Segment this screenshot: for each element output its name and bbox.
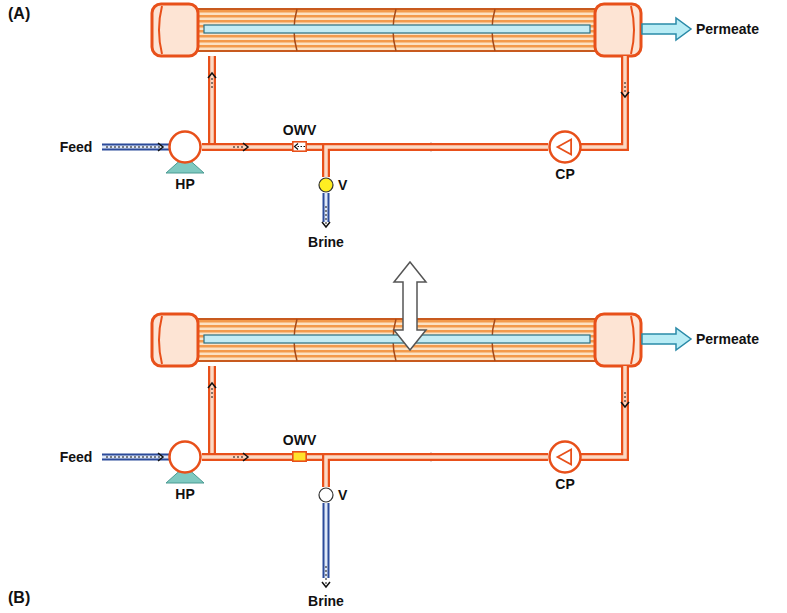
pipe-wall (326, 457, 548, 487)
component-label: OWV (283, 432, 316, 448)
circulation-pump-symbol (548, 440, 582, 474)
pump-casing (170, 132, 201, 163)
pump-impeller (558, 450, 572, 465)
flow-arrow (233, 453, 248, 461)
circulation-pump-symbol (548, 130, 582, 164)
circulation-pump: CP (548, 130, 582, 164)
stream-label: Feed (60, 139, 93, 155)
mode-switch-arrow (394, 262, 426, 350)
pump-impeller (558, 140, 572, 155)
arrow-head (243, 453, 248, 461)
stream-label-holder: Feed (60, 139, 93, 155)
stream-label: Permeate (696, 21, 759, 37)
high-pressure-pump: HP (168, 440, 202, 474)
component-label: V (338, 487, 347, 503)
brine-valve: V (318, 487, 334, 503)
component-label: HP (175, 486, 194, 502)
one-way-valve: OWV (292, 141, 307, 152)
flow-arrow (322, 206, 330, 227)
panel-label: (A) (8, 5, 30, 23)
pipe-wall (202, 453, 292, 461)
pump-casing (550, 442, 581, 473)
pipe-connector (202, 143, 292, 151)
high-pressure-pump: HP (168, 130, 202, 164)
pump-casing (550, 132, 581, 163)
brine-valve-symbol (318, 487, 334, 503)
component-label: HP (175, 176, 194, 192)
one-way-valve-symbol (292, 141, 307, 152)
flow-arrow (233, 143, 248, 151)
brine-valve-symbol (318, 177, 334, 193)
component-label: CP (555, 476, 574, 492)
stream-label-holder: Permeate (696, 21, 759, 37)
pipe-wall (326, 147, 548, 177)
component-label: V (338, 177, 347, 193)
one-way-valve-symbol (292, 451, 307, 462)
stream-label-holder: Brine (308, 593, 344, 609)
stream-label-holder: Permeate (696, 331, 759, 347)
high-pressure-pump-symbol (168, 440, 202, 474)
stream-label: Feed (60, 449, 93, 465)
pipe-connector (326, 147, 548, 177)
flow-arrow (322, 566, 330, 587)
stream-label-holder: Feed (60, 449, 93, 465)
brine-valve: V (318, 177, 334, 193)
pipe-connector (326, 457, 548, 487)
high-pressure-pump-symbol (168, 130, 202, 164)
pump-casing (170, 442, 201, 473)
panel-label-holder: (A) (8, 5, 30, 23)
flow-dots (233, 457, 245, 458)
flow-dots (296, 146, 305, 147)
stream-label: Permeate (696, 331, 759, 347)
stream-label: Brine (308, 234, 344, 250)
circulation-pump: CP (548, 440, 582, 474)
component-label: OWV (283, 122, 316, 138)
valve-body (293, 142, 306, 151)
pipe-wall (202, 143, 292, 151)
pipe-connector (202, 453, 292, 461)
arrow-head (295, 144, 299, 150)
arrow-head (243, 143, 248, 151)
valve-body (319, 488, 333, 502)
valve-body (293, 452, 306, 461)
valve-body (319, 178, 333, 192)
stream-label: Brine (308, 593, 344, 609)
panel-label: (B) (8, 589, 30, 607)
panel-label-holder: (B) (8, 589, 30, 607)
pipe-bore (326, 457, 548, 487)
component-label: CP (555, 166, 574, 182)
pipe-bore (326, 147, 548, 177)
stream-label-holder: Brine (308, 234, 344, 250)
one-way-valve: OWV (292, 451, 307, 462)
flow-dots (233, 147, 245, 148)
